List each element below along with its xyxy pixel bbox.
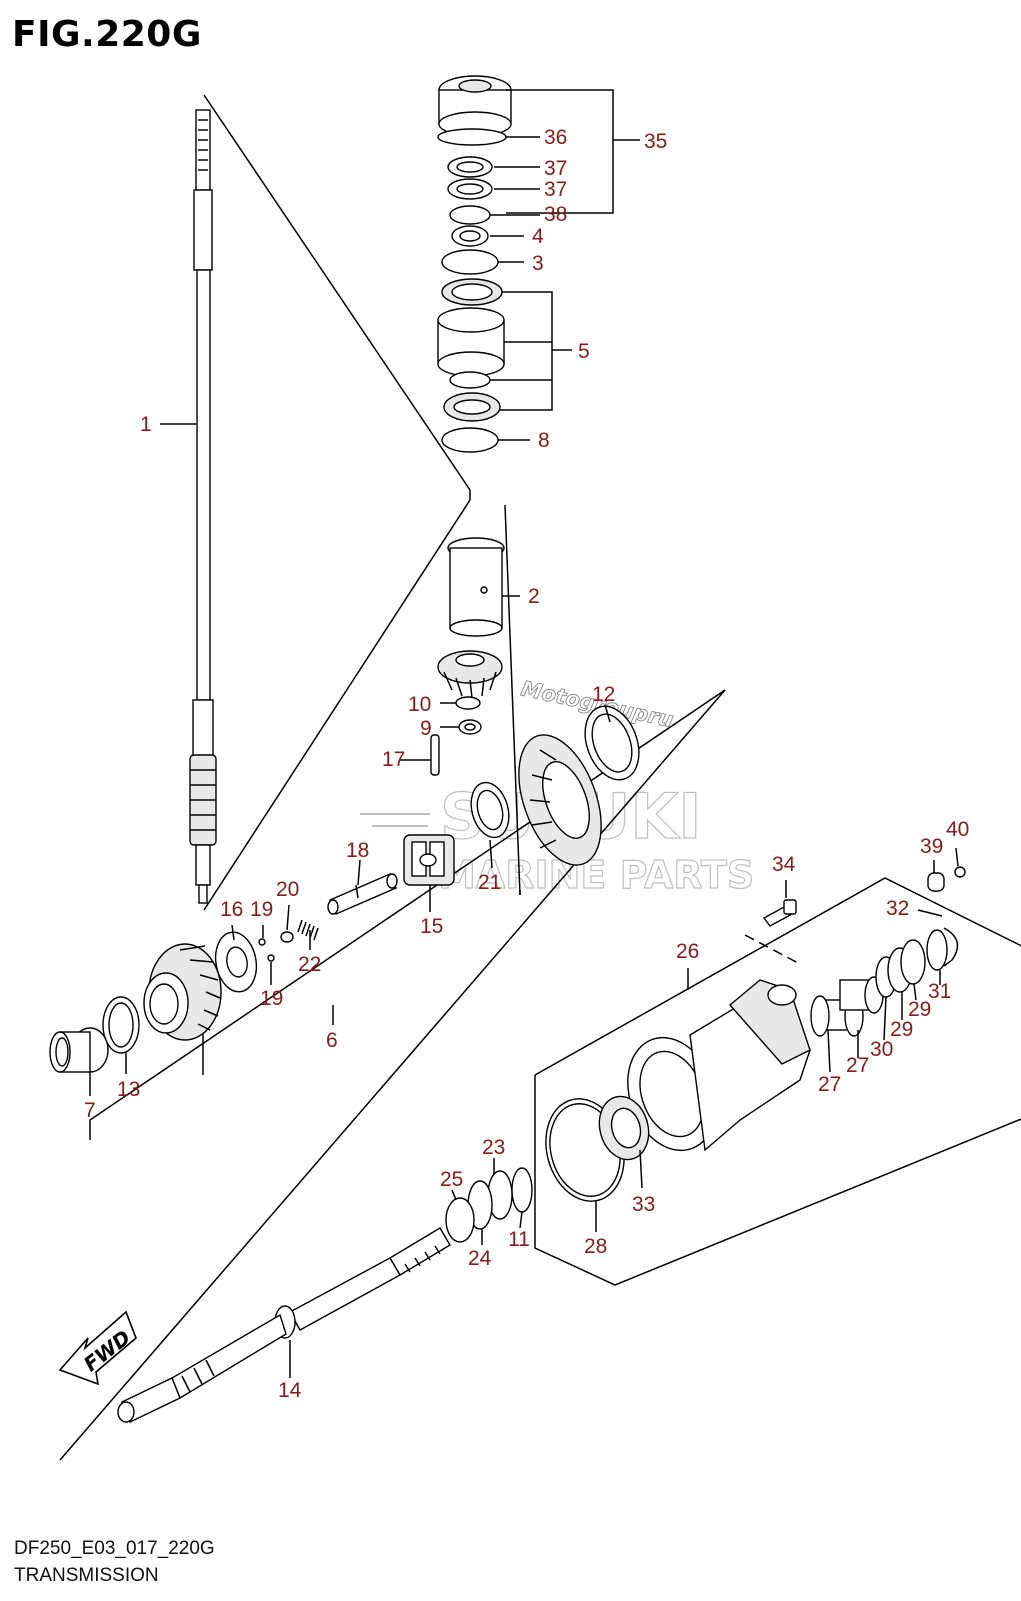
ball-19b xyxy=(267,954,275,962)
screw-40 xyxy=(954,866,966,878)
callout-40: 40 xyxy=(946,818,969,841)
callout-4: 4 xyxy=(532,225,544,248)
callout-8: 8 xyxy=(538,429,550,452)
shaft-sleeve xyxy=(447,537,505,637)
callout-9: 9 xyxy=(420,717,432,740)
callout-37b: 37 xyxy=(544,178,567,201)
figure-name: TRANSMISSION xyxy=(14,1565,159,1586)
callout-21: 21 xyxy=(478,871,501,894)
propeller-shaft xyxy=(117,1227,451,1423)
callout-25: 25 xyxy=(440,1168,463,1191)
callout-6: 6 xyxy=(326,1029,338,1052)
pinion-gear xyxy=(437,650,503,699)
callout-27a: 27 xyxy=(818,1073,841,1096)
gear-housing xyxy=(627,979,811,1152)
needle-bearing-7 xyxy=(49,1027,109,1073)
callout-labels: 1 2 3 4 5 6 7 8 9 10 11 12 13 14 15 16 1… xyxy=(84,126,969,1402)
callout-3: 3 xyxy=(532,252,544,275)
ring-31 xyxy=(926,929,948,971)
callout-26: 26 xyxy=(676,940,699,963)
watermark-swoosh xyxy=(360,813,430,827)
bushing-39 xyxy=(927,872,945,892)
reverse-gear xyxy=(518,734,602,866)
callout-35: 35 xyxy=(644,130,667,153)
callout-33: 33 xyxy=(632,1193,655,1216)
ring-29b xyxy=(900,939,926,985)
callout-32: 32 xyxy=(886,897,909,920)
callout-17: 17 xyxy=(382,748,405,771)
callout-14: 14 xyxy=(278,1379,302,1402)
watermark-subline: MARINE PARTS xyxy=(438,853,754,897)
callout-20: 20 xyxy=(276,878,299,901)
shim-11 xyxy=(511,1167,533,1213)
callout-13: 13 xyxy=(117,1078,140,1101)
callout-2: 2 xyxy=(528,585,540,608)
shift-rod xyxy=(327,873,398,915)
needle-bearing-27 xyxy=(810,976,884,1037)
callout-12: 12 xyxy=(592,683,615,706)
callout-11: 11 xyxy=(508,1228,530,1251)
callout-5: 5 xyxy=(578,340,590,363)
callout-16: 16 xyxy=(220,898,243,921)
drive-shaft xyxy=(189,109,217,904)
figure-code: DF250_E03_017_220G xyxy=(14,1538,215,1559)
clutch-dog xyxy=(403,834,455,886)
callout-10: 10 xyxy=(408,693,431,716)
callout-34: 34 xyxy=(772,853,796,876)
callout-18: 18 xyxy=(346,839,369,862)
forward-gear xyxy=(143,943,222,1041)
washer-25 xyxy=(445,1197,475,1243)
callout-30: 30 xyxy=(870,1038,893,1061)
pin-17 xyxy=(430,734,440,776)
callout-39: 39 xyxy=(920,835,943,858)
callout-1: 1 xyxy=(140,413,152,436)
callout-27b: 27 xyxy=(846,1054,869,1077)
callout-38: 38 xyxy=(544,203,567,226)
leader-lines xyxy=(89,89,959,1378)
spring-22 xyxy=(297,919,319,941)
nut-9-hole xyxy=(464,723,476,731)
callout-22: 22 xyxy=(298,953,321,976)
callout-29b: 29 xyxy=(908,998,931,1021)
callout-7: 7 xyxy=(84,1099,96,1122)
callout-15: 15 xyxy=(420,915,443,938)
fwd-direction-arrow: FWD xyxy=(58,1310,137,1386)
callout-23: 23 xyxy=(482,1136,505,1159)
group-lines xyxy=(59,94,1021,1461)
callout-24: 24 xyxy=(468,1247,492,1270)
washer-10 xyxy=(455,696,481,710)
callout-36: 36 xyxy=(544,126,567,149)
ball-19a xyxy=(258,938,266,946)
callout-19b: 19 xyxy=(260,987,283,1010)
detent-20 xyxy=(280,931,294,943)
callout-37a: 37 xyxy=(544,157,567,180)
circlip-32 xyxy=(943,927,959,967)
callout-31: 31 xyxy=(928,980,951,1003)
callout-29a: 29 xyxy=(890,1018,913,1041)
callout-28: 28 xyxy=(584,1235,607,1258)
bearing-stack xyxy=(437,75,512,453)
figure-title: FIG.220G xyxy=(12,14,202,55)
bolt-34 xyxy=(762,899,797,927)
callout-19a: 19 xyxy=(250,898,273,921)
